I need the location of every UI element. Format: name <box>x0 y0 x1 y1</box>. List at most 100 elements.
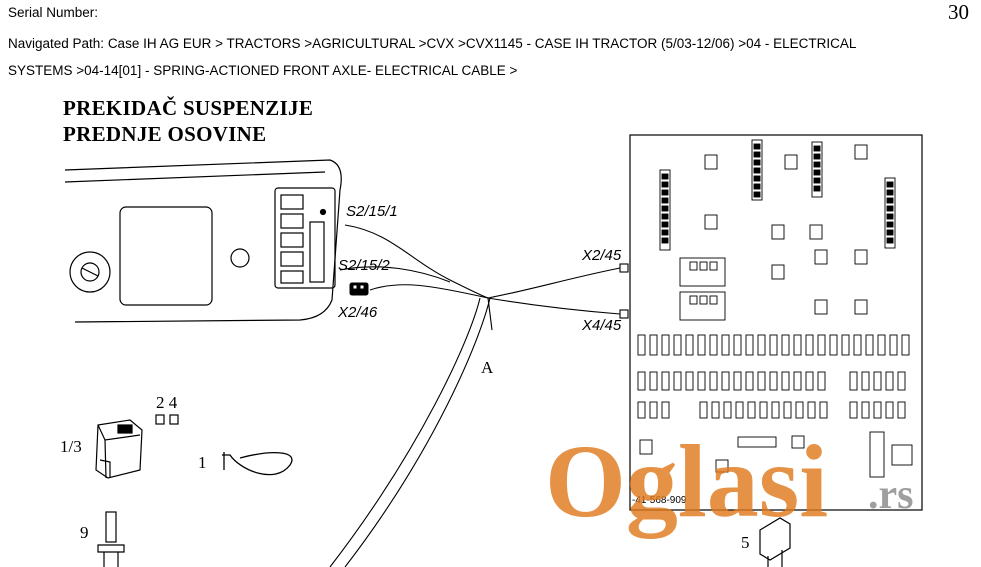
board-component <box>637 401 646 419</box>
board-component <box>737 436 777 448</box>
board-component <box>699 401 708 419</box>
board-component <box>715 459 729 473</box>
board-component <box>886 213 894 220</box>
board-component <box>735 401 744 419</box>
board-component <box>854 299 868 315</box>
rivet <box>97 511 125 567</box>
board-component <box>753 159 761 166</box>
board-component <box>649 371 658 391</box>
board-component <box>813 145 821 152</box>
board-component <box>723 401 732 419</box>
board-component <box>661 205 669 212</box>
label-s2-15-2: S2/15/2 <box>338 257 390 274</box>
board-component <box>877 334 886 356</box>
board-component <box>689 295 698 305</box>
dashboard-panel <box>64 159 342 323</box>
watermark-text: Oglasi <box>545 424 828 539</box>
board-part-code: -41-568-909 <box>632 495 687 506</box>
wire-harness <box>329 224 629 567</box>
board-component <box>793 334 802 356</box>
board-component <box>673 334 682 356</box>
board-component <box>673 371 682 391</box>
fuse-relay-board <box>629 134 923 511</box>
board-component <box>869 431 885 478</box>
blade-fuse <box>759 517 791 567</box>
board-component <box>637 334 646 356</box>
board-component <box>873 401 882 419</box>
board-component <box>753 143 761 150</box>
connector-x2-46 <box>349 282 369 296</box>
board-component <box>811 141 823 198</box>
watermark-suffix: .rs <box>868 472 914 518</box>
board-component <box>813 153 821 160</box>
board-component <box>679 257 726 287</box>
board-component <box>901 334 910 356</box>
board-component <box>781 334 790 356</box>
board-component <box>753 183 761 190</box>
board-component <box>711 401 720 419</box>
board-components <box>637 139 913 478</box>
board-component <box>793 371 802 391</box>
board-component <box>709 261 718 271</box>
suspension-switch <box>95 414 179 479</box>
board-component <box>679 291 726 321</box>
board-component <box>733 371 742 391</box>
board-component <box>813 161 821 168</box>
board-component <box>781 371 790 391</box>
board-component <box>649 401 658 419</box>
board-component <box>854 144 868 160</box>
serial-number-label: Serial Number: <box>8 5 99 20</box>
board-component <box>817 334 826 356</box>
board-component <box>861 401 870 419</box>
board-component <box>819 401 828 419</box>
board-component <box>817 371 826 391</box>
board-component <box>813 185 821 192</box>
board-component <box>809 224 823 240</box>
board-component <box>783 401 792 419</box>
label-x4-45: X4/45 <box>581 317 622 334</box>
board-component <box>891 444 913 466</box>
board-component <box>807 401 816 419</box>
board-component <box>689 261 698 271</box>
board-component <box>699 295 708 305</box>
label-cable-a: A <box>481 358 494 377</box>
board-component <box>685 334 694 356</box>
board-component <box>814 249 828 265</box>
board-component <box>753 191 761 198</box>
callout-1: 1 <box>198 453 207 472</box>
board-component <box>704 214 718 230</box>
board-component <box>661 221 669 228</box>
board-component <box>661 197 669 204</box>
board-component <box>771 264 785 280</box>
label-s2-15-1: S2/15/1 <box>346 203 398 220</box>
board-component <box>661 213 669 220</box>
board-component <box>784 154 798 170</box>
board-component <box>865 334 874 356</box>
board-component <box>637 371 646 391</box>
board-component <box>886 237 894 244</box>
board-component <box>771 224 785 240</box>
board-component <box>753 175 761 182</box>
board-component <box>661 189 669 196</box>
board-component <box>886 229 894 236</box>
board-component <box>791 435 805 449</box>
board-component <box>661 173 669 180</box>
board-component <box>709 334 718 356</box>
board-component <box>751 139 763 201</box>
board-component <box>886 189 894 196</box>
board-component <box>814 299 828 315</box>
board-component <box>659 169 671 251</box>
board-component <box>757 371 766 391</box>
board-component <box>704 154 718 170</box>
board-component <box>733 334 742 356</box>
board-component <box>759 401 768 419</box>
callout-1-3: 1/3 <box>60 437 82 456</box>
board-component <box>854 249 868 265</box>
board-component <box>753 151 761 158</box>
board-component <box>813 169 821 176</box>
board-component <box>697 371 706 391</box>
board-component <box>861 371 870 391</box>
board-component <box>813 177 821 184</box>
callout-9: 9 <box>80 523 89 542</box>
board-component <box>795 401 804 419</box>
